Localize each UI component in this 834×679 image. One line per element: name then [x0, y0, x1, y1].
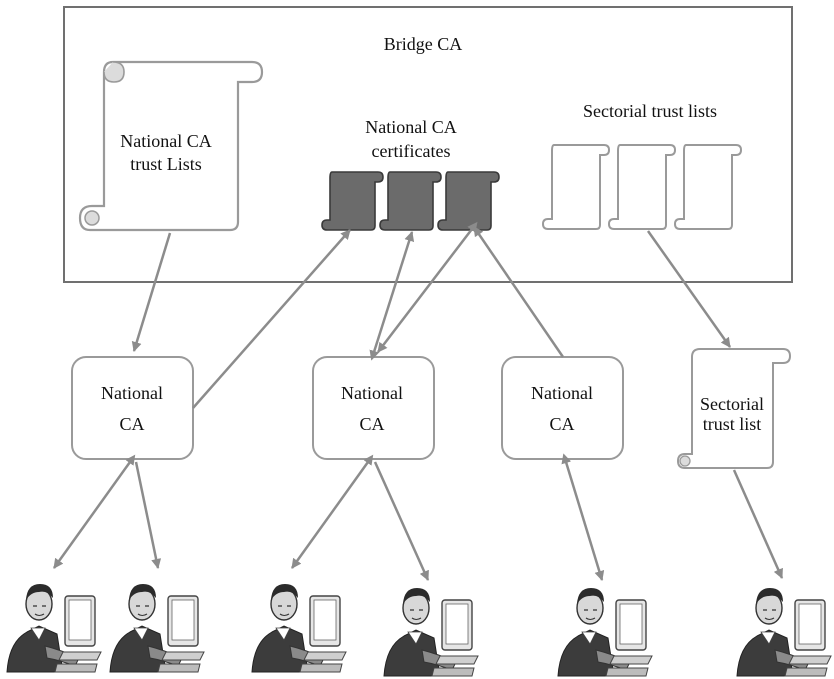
national-ca-box-2: National CA: [312, 356, 435, 460]
national-ca-certificates-line2: certificates: [372, 141, 451, 161]
scroll-icon: [541, 144, 611, 230]
arrow-sectorial-list-user6: [732, 469, 784, 579]
certificate-scroll-icon: [379, 171, 442, 231]
sectorial-trust-list-scroll: Sectorial trust list: [676, 348, 792, 469]
arrow-ca1-user1: [52, 454, 136, 569]
arrow-certificate-to-ca2: [377, 221, 478, 353]
certificate-scroll-icon: [321, 171, 384, 231]
arrow-ca3-to-certificate: [472, 226, 565, 358]
certificate-scroll-icon: [437, 171, 500, 231]
arrow-sectorial-lists-to-list: [646, 230, 732, 348]
user-at-computer-icon: [736, 588, 832, 677]
national-ca-box-2-line1: National: [341, 383, 403, 403]
national-ca-trust-list-line2: trust Lists: [130, 154, 202, 174]
bridge-ca-title: Bridge CA: [384, 34, 463, 54]
user-at-computer-icon: [383, 588, 479, 677]
national-ca-box-3-line1: National: [531, 383, 593, 403]
user-at-computer-icon: [251, 584, 347, 673]
arrow-trust-list-to-ca1: [131, 232, 172, 352]
national-ca-box-3-line2: CA: [549, 414, 574, 434]
sectorial-trust-list-line2: trust list: [703, 414, 762, 434]
national-ca-box-3: National CA: [501, 356, 624, 460]
national-ca-trust-list-line1: National CA: [120, 131, 212, 151]
national-ca-box-2-line2: CA: [359, 414, 384, 434]
scroll-icon: [607, 144, 677, 230]
arrow-ca2-user3: [290, 454, 374, 569]
sectorial-trust-lists-title: Sectorial trust lists: [583, 101, 717, 121]
user-at-computer-icon: [557, 588, 653, 677]
sectorial-trust-list-line1: Sectorial: [700, 394, 764, 414]
scroll-icon: [78, 60, 264, 232]
national-ca-box-1: National CA: [71, 356, 194, 460]
arrow-ca1-to-certificate: [192, 229, 351, 409]
user-at-computer-icon: [6, 584, 102, 673]
national-ca-certificates-line1: National CA: [365, 117, 457, 137]
user-at-computer-icon: [109, 584, 205, 673]
national-ca-trust-list-scroll: National CA trust Lists: [78, 60, 264, 232]
arrow-ca3-user5: [561, 453, 605, 581]
national-ca-box-1-line2: CA: [119, 414, 144, 434]
scroll-icon: [673, 144, 743, 230]
national-ca-box-1-line1: National: [101, 383, 163, 403]
arrow-ca2-user4: [373, 461, 430, 581]
arrow-ca1-user2: [134, 461, 162, 569]
scroll-icon: [676, 348, 792, 469]
